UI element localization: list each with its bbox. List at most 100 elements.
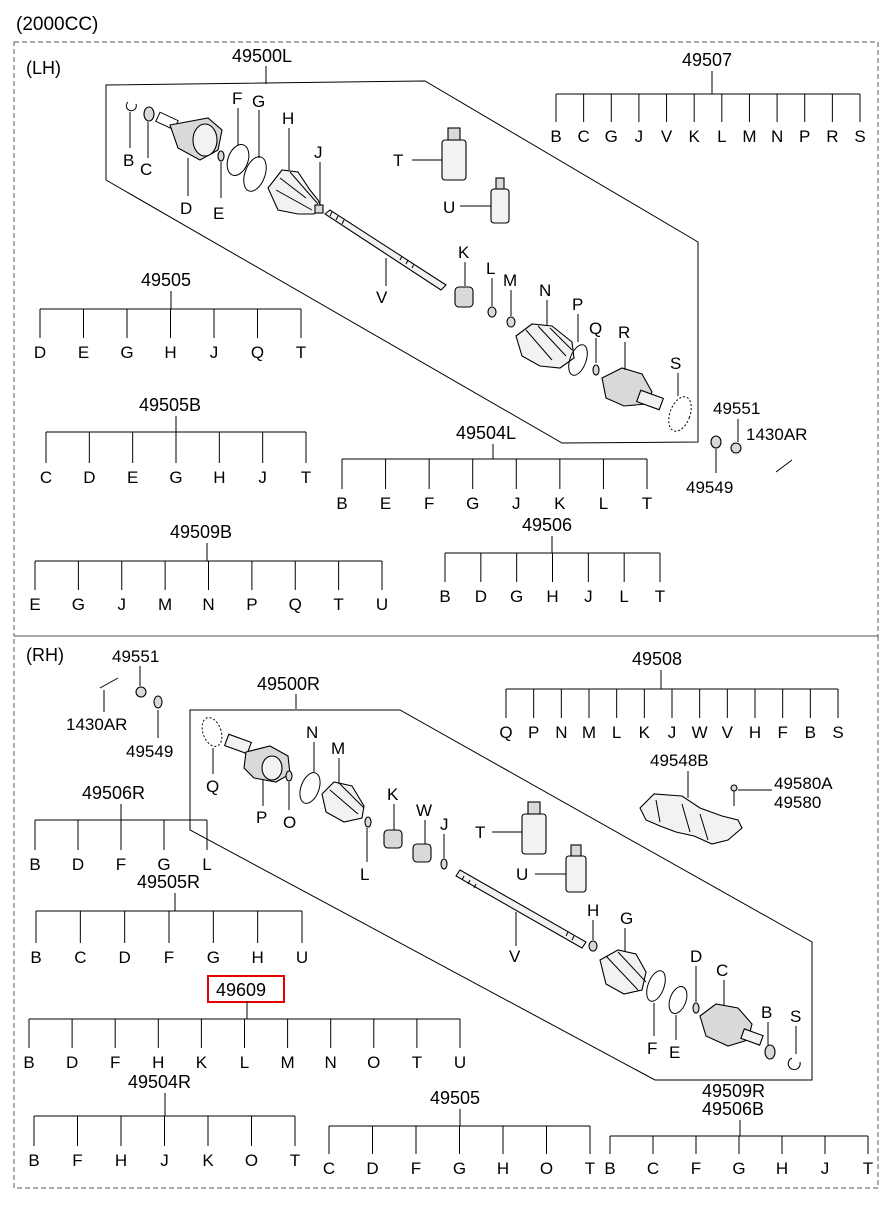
kit-letter: J [635, 127, 644, 146]
lh-letter-h: H [282, 109, 294, 128]
rh-letter-c: C [716, 961, 728, 980]
lh-split-pin-icon [775, 459, 793, 473]
kit-letter: B [28, 1151, 39, 1170]
lh-assembly-code[interactable]: 49500L [232, 46, 292, 66]
rh-part-h-ring-icon [588, 920, 598, 952]
rh-assembly-outline [189, 709, 813, 1081]
lh-part-b-circlip-icon [125, 101, 137, 148]
part-code-49580a[interactable]: 49580A [774, 774, 833, 793]
lh-part-p-band-icon [568, 314, 588, 376]
kit-letter: O [540, 1159, 553, 1178]
rh-washer-icon [153, 695, 163, 709]
kit-letter: N [202, 595, 214, 614]
kit-letter: C [647, 1159, 659, 1178]
kit-code-secondary[interactable]: 49506B [702, 1099, 764, 1119]
kit-letter: B [23, 1053, 34, 1072]
lh-part-g-band-icon [243, 110, 267, 192]
part-code-49549-lh[interactable]: 49549 [686, 478, 733, 497]
kit-letter: K [689, 127, 701, 146]
engine-label: (2000CC) [16, 14, 98, 35]
kit-letter: F [411, 1159, 421, 1178]
kit-letter: D [119, 948, 131, 967]
rh-part-u-grease-icon [535, 844, 587, 893]
lh-letter-v: V [376, 288, 388, 307]
lh-components: B C D E F G H J T U V K L M N P Q R S [123, 89, 692, 432]
kit-code[interactable]: 49506R [82, 783, 145, 803]
kit-letter: F [164, 948, 174, 967]
kit-letter: Q [289, 595, 302, 614]
part-code-49551-lh[interactable]: 49551 [713, 399, 760, 418]
kit-letter: C [577, 127, 589, 146]
part-code-1430ar-rh[interactable]: 1430AR [66, 715, 127, 734]
part-code-49580[interactable]: 49580 [774, 793, 821, 812]
part-code-49551-rh[interactable]: 49551 [112, 647, 159, 666]
kit-letter: G [72, 595, 85, 614]
kit-code[interactable]: 49508 [632, 649, 682, 669]
kit-letter: M [582, 723, 596, 742]
lh-letter-g: G [252, 92, 265, 111]
lh-letter-f: F [232, 89, 242, 108]
kit-code[interactable]: 49509B [170, 522, 232, 542]
lh-hub-parts: 49551 1430AR 49549 [686, 399, 807, 497]
lh-part-h-boot-icon [267, 128, 323, 215]
lh-letter-u: U [443, 198, 455, 217]
kit-letter: K [196, 1053, 208, 1072]
kit-letter: V [722, 723, 734, 742]
kit-code[interactable]: 49505R [137, 872, 200, 892]
kit-letter: C [40, 468, 52, 487]
kit-letter: N [325, 1053, 337, 1072]
kit-code[interactable]: 49505 [430, 1088, 480, 1108]
lh-letter-r: R [618, 323, 630, 342]
kit-letter: F [110, 1053, 120, 1072]
kit-letter: G [605, 127, 618, 146]
part-code-1430ar-lh[interactable]: 1430AR [746, 425, 807, 444]
kit-letter: P [246, 595, 257, 614]
kit-code[interactable]: 49509R [702, 1081, 765, 1101]
kit-letter: H [164, 343, 176, 362]
kit-letter: G [157, 855, 170, 874]
kit-letter: J [821, 1159, 830, 1178]
kit-letter: G [466, 494, 479, 513]
kit-code[interactable]: 49505B [139, 395, 201, 415]
lh-part-v-shaft-icon [324, 209, 447, 291]
rh-letter-k: K [387, 785, 399, 804]
kit-letter: J [258, 468, 267, 487]
lh-washer-icon [710, 435, 722, 449]
lh-part-l-ring-icon [487, 278, 497, 318]
lh-part-k-bush-icon [454, 262, 474, 308]
kit-letter: G [207, 948, 220, 967]
kit-letter: K [202, 1151, 214, 1170]
kit-letter: T [333, 595, 343, 614]
kit-code[interactable]: 49507 [682, 50, 732, 70]
kit-letter: L [619, 587, 628, 606]
part-code-49548b[interactable]: 49548B [650, 751, 709, 770]
kit-code[interactable]: 49504L [456, 423, 516, 443]
rh-part-c-outer-joint-icon [699, 980, 764, 1047]
lh-letter-l: L [486, 259, 495, 278]
rh-assembly-code[interactable]: 49500R [257, 674, 320, 694]
kit-code[interactable]: 49504R [128, 1072, 191, 1092]
part-code-49549-rh[interactable]: 49549 [126, 742, 173, 761]
kit-letter: H [213, 468, 225, 487]
kit-code[interactable]: 49506 [522, 515, 572, 535]
rh-part-n-band-icon [299, 742, 321, 804]
kit-letter: L [599, 494, 608, 513]
kit-letter: F [424, 494, 434, 513]
kit-letter: T [863, 1159, 873, 1178]
kit-letter: G [732, 1159, 745, 1178]
kit-letter: L [240, 1053, 249, 1072]
kit-letter: S [832, 723, 843, 742]
kit-letter: S [854, 127, 865, 146]
kit-letter: C [323, 1159, 335, 1178]
kit-code[interactable]: 49505 [141, 270, 191, 290]
kit-code[interactable]: 49609 [216, 980, 266, 1000]
kit-letter: P [799, 127, 810, 146]
kit-letter: Q [251, 343, 264, 362]
